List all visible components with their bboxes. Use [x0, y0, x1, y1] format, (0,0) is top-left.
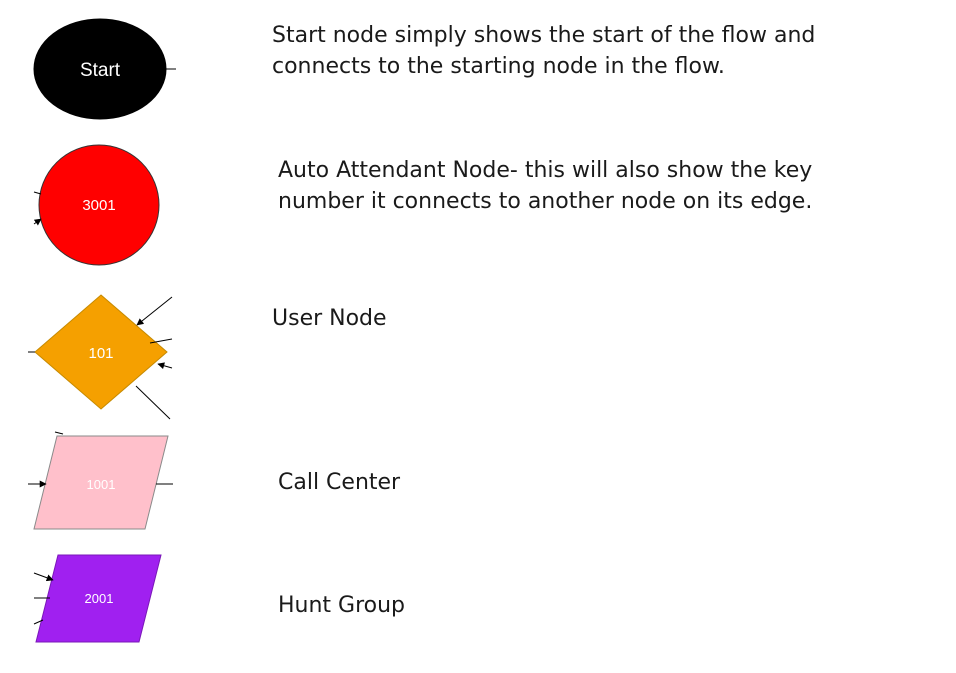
user-edge-right-2 [157, 362, 173, 370]
hunt-group-node-label: 2001 [85, 591, 114, 606]
call-center-node-label: 1001 [87, 477, 116, 492]
auto-attendant-description: Auto Attendant Node- this will also show… [278, 158, 813, 214]
call-center-edge-top [54, 431, 64, 435]
call-center-node-shape [33, 435, 169, 530]
user-node-label: 101 [88, 345, 113, 362]
start-node-description: Start node simply shows the start of the… [272, 23, 816, 79]
user-edge-out-bottom [135, 385, 171, 420]
auto-attendant-edge-in-2 [33, 218, 42, 226]
call-center-node: 1001 [28, 431, 173, 530]
user-edge-right-1 [149, 338, 173, 344]
auto-attendant-node-shape [38, 144, 160, 266]
hunt-group-edge-in-3 [33, 619, 44, 625]
hunt-group-edge-in-1 [33, 572, 54, 582]
hunt-group-node: 2001 [33, 554, 162, 643]
user-node: 101 [28, 294, 173, 420]
user-node-shape [34, 294, 168, 410]
user-node-description: User Node [272, 306, 387, 331]
auto-attendant-node: 3001 [33, 144, 160, 266]
start-node: Start [33, 18, 176, 120]
auto-attendant-edge-in-1 [33, 191, 42, 195]
hunt-group-node-shape [35, 554, 162, 643]
hunt-group-description: Hunt Group [278, 593, 406, 618]
start-node-label: Start [80, 60, 121, 81]
call-center-description: Call Center [278, 470, 401, 495]
user-edge-in-top [136, 296, 173, 326]
auto-attendant-node-label: 3001 [82, 197, 115, 214]
